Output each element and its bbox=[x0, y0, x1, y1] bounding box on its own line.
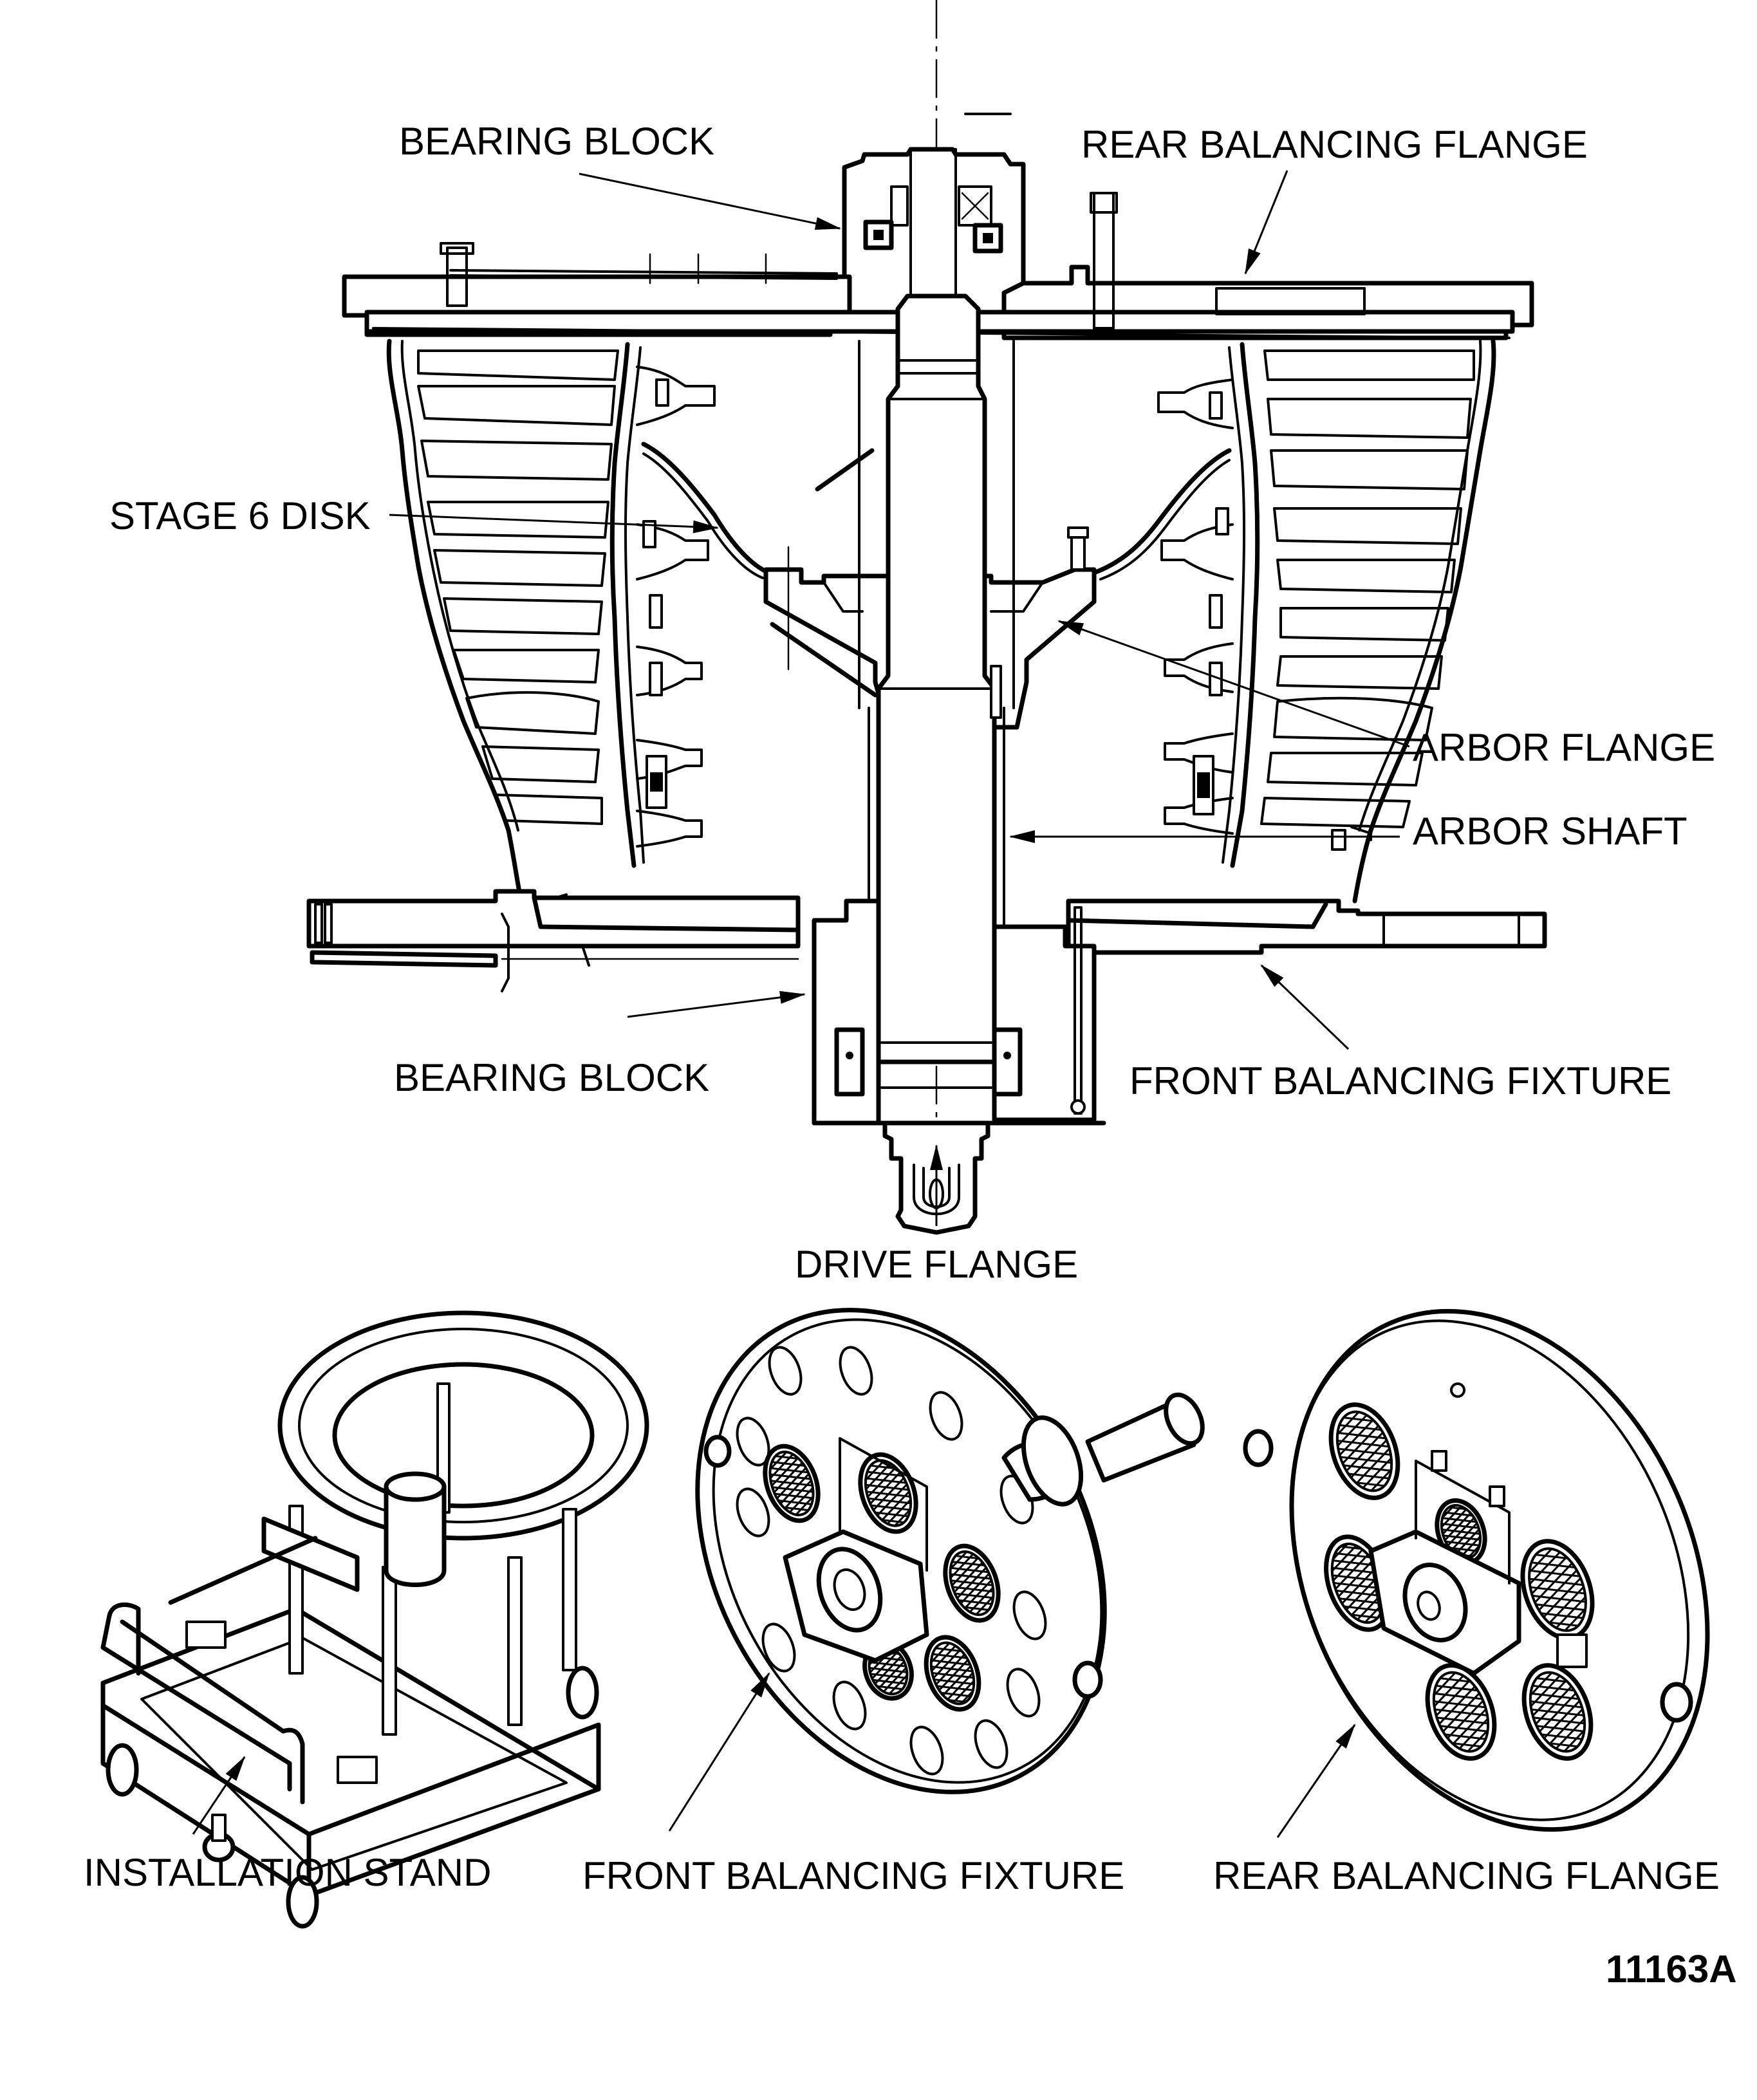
rear-balancing-flange-illustration bbox=[1243, 1308, 1710, 1838]
stage-6-disk-web-right bbox=[1092, 448, 1232, 575]
leader-front-balancing-fixture-item bbox=[668, 1672, 770, 1832]
stage-6-disk-web-left bbox=[641, 441, 772, 575]
leader-lines bbox=[389, 170, 1410, 1226]
leader-rear-balancing-flange-item bbox=[1276, 1724, 1356, 1838]
label-arbor-shaft: ARBOR SHAFT bbox=[1413, 810, 1687, 853]
fixture-holes bbox=[736, 1346, 1047, 1776]
rotor-section-left bbox=[386, 339, 772, 915]
front-balancing-fixture-illustration bbox=[668, 1308, 1205, 1832]
bolts-right bbox=[1193, 391, 1346, 851]
label-arbor-flange: ARBOR FLANGE bbox=[1413, 726, 1715, 769]
label-stage-6-disk: STAGE 6 DISK bbox=[109, 494, 371, 537]
leader-front-balancing-fixture bbox=[1260, 964, 1350, 1050]
rotor-section-right bbox=[1092, 339, 1496, 904]
bolts-left bbox=[642, 378, 669, 809]
leader-installation-stand bbox=[192, 1756, 246, 1835]
flange-mesh-windows bbox=[1322, 1402, 1597, 1761]
caster-wheels bbox=[106, 1666, 599, 1929]
bottom-bearing-block bbox=[812, 898, 1106, 1126]
leader-bearing-block-bottom bbox=[627, 990, 806, 1018]
rear-flange-plate bbox=[342, 192, 1534, 340]
caption-front-balancing-fixture: FRONT BALANCING FIXTURE bbox=[582, 1854, 1124, 1897]
label-bearing-block-bottom: BEARING BLOCK bbox=[394, 1056, 709, 1099]
leader-arbor-flange bbox=[1057, 620, 1410, 748]
label-drive-flange: DRIVE FLANGE bbox=[795, 1243, 1078, 1286]
caption-rear-balancing-flange: REAR BALANCING FLANGE bbox=[1213, 1854, 1720, 1897]
label-front-balancing-fixture: FRONT BALANCING FIXTURE bbox=[1130, 1059, 1671, 1102]
installation-stand-illustration bbox=[100, 1310, 649, 1929]
section-view: BEARING BLOCK REAR BALANCING FLANGE STAG… bbox=[109, 0, 1715, 1286]
leader-bearing-block-top bbox=[579, 172, 841, 230]
arbor-shaft bbox=[858, 293, 1015, 1064]
label-bearing-block-top: BEARING BLOCK bbox=[399, 120, 714, 163]
caption-installation-stand: INSTALLATION STAND bbox=[84, 1851, 491, 1894]
stator-vanes-right bbox=[1260, 349, 1475, 828]
leader-stage-6-disk bbox=[389, 514, 719, 534]
leader-rear-balancing-flange bbox=[1244, 170, 1288, 275]
front-fixture-plate bbox=[306, 889, 1547, 992]
stator-vanes-left bbox=[417, 349, 619, 825]
figure-number: 11163A bbox=[1606, 1947, 1737, 1991]
label-rear-balancing-flange: REAR BALANCING FLANGE bbox=[1081, 123, 1588, 166]
